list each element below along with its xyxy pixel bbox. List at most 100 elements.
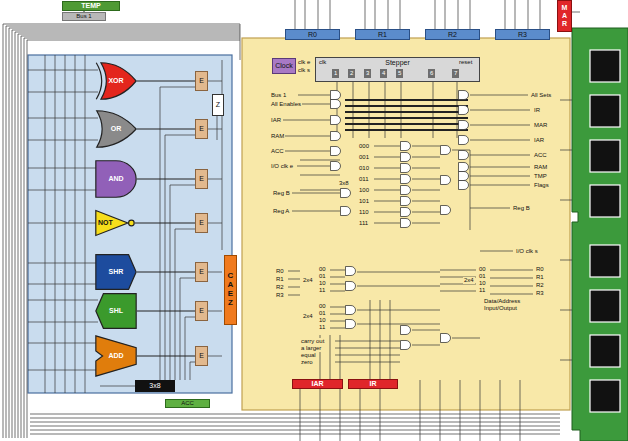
step-number: 6 <box>428 69 435 78</box>
node-label: NOT <box>98 219 113 227</box>
signal-label: 001 <box>358 154 370 161</box>
bottom-wires <box>300 380 520 441</box>
xor-gate: XOR <box>95 62 137 100</box>
ram-chip <box>590 245 620 277</box>
and-gate <box>441 146 451 155</box>
ram-chip <box>590 50 620 82</box>
control-bus-lines <box>345 100 468 130</box>
signal-label: 11 <box>318 324 326 331</box>
register-box: TEMP <box>62 1 120 11</box>
and-gate <box>331 100 341 109</box>
signal-label: 00 <box>318 266 327 273</box>
signal-label: clk s <box>297 67 311 74</box>
register-box: ACC <box>165 399 210 408</box>
signal-label: R3 <box>275 292 285 299</box>
and-gate <box>441 334 451 343</box>
and-gate <box>401 153 411 162</box>
gate-outline <box>97 111 136 147</box>
zero-box: Z <box>212 94 224 116</box>
control-panel <box>242 38 570 410</box>
and-gate: AND <box>95 160 137 198</box>
signal-label: All Enables <box>270 101 302 108</box>
adder-unit: ADD <box>95 335 137 377</box>
signal-label: Reg B <box>512 205 531 212</box>
set-control-wires <box>470 95 530 251</box>
and-gate <box>459 121 469 130</box>
signal-label: 10 <box>478 280 487 287</box>
and-gate <box>331 91 341 100</box>
gate-outline <box>101 63 136 99</box>
ram-chip <box>590 140 620 172</box>
node-label: Z <box>216 101 220 109</box>
signal-label: 3x8 <box>338 180 350 187</box>
and-gate <box>401 208 411 217</box>
connector-wire <box>137 179 195 180</box>
node-label: R3 <box>518 31 527 39</box>
node-label: E <box>199 175 204 183</box>
signal-label: 000 <box>358 143 370 150</box>
node-label: ACC <box>181 400 194 407</box>
alu-panel <box>28 55 232 393</box>
node-label: Stepper <box>385 59 410 67</box>
and-gate <box>341 189 351 198</box>
signal-label: IAR <box>533 137 545 144</box>
signal-label: 01 <box>318 310 327 317</box>
gate-outline <box>96 211 128 236</box>
signal-label: 110 <box>358 209 370 216</box>
and-gate <box>346 267 356 276</box>
and-gate <box>331 116 341 125</box>
and-gate <box>459 172 469 181</box>
enabler-box: E <box>195 213 208 233</box>
node-label: R2 <box>448 31 457 39</box>
and-gate <box>341 207 351 216</box>
signal-label: RAM <box>533 164 548 171</box>
node-label: AND <box>108 175 123 183</box>
and-gate <box>346 306 356 315</box>
and-gate <box>459 151 469 160</box>
connector-wire <box>137 272 195 273</box>
and-gate <box>331 162 341 171</box>
node-label: Clock <box>275 62 293 70</box>
connector-wire <box>135 223 195 224</box>
signal-label: 2x4 <box>463 277 475 284</box>
signal-label: 101 <box>358 198 370 205</box>
signal-label: IR <box>533 107 541 114</box>
and-gate <box>401 326 411 335</box>
signal-label: IAR <box>270 117 282 124</box>
node-label: E <box>199 77 204 85</box>
register-box: R2 <box>425 29 480 40</box>
signal-label: ACC <box>270 148 285 155</box>
signal-label: Flags <box>533 182 550 189</box>
node-label: Bus 1 <box>76 13 91 20</box>
node-label: IR <box>370 380 377 388</box>
node-label: E <box>199 352 204 360</box>
alu-bus-wires <box>45 55 85 393</box>
signal-label: clk e <box>297 59 311 66</box>
signal-label: I/O clk e <box>270 163 294 170</box>
ram-wires <box>560 12 580 360</box>
signal-label: 111 <box>358 220 369 227</box>
register-wires <box>295 0 540 29</box>
ram-chips <box>590 50 620 412</box>
signal-label: carry out <box>300 338 325 345</box>
signal-label: equal <box>300 352 317 359</box>
bottom-bus-wires <box>30 414 560 434</box>
step-number: 4 <box>380 69 387 78</box>
enabler-box: E <box>195 301 208 321</box>
and-gate <box>331 147 341 156</box>
inverter-bubble <box>129 220 135 226</box>
signal-label: 011 <box>358 176 370 183</box>
signal-label: 00 <box>478 266 487 273</box>
signal-label: ACC <box>533 152 548 159</box>
and-gate <box>401 341 411 350</box>
and-gate <box>401 164 411 173</box>
signal-label: R2 <box>535 282 545 289</box>
register-box: IR <box>348 379 398 389</box>
signal-label: R1 <box>275 276 285 283</box>
signal-label: 2x4 <box>302 277 314 284</box>
or-gate: OR <box>95 110 137 148</box>
node-label: E <box>199 219 204 227</box>
signal-label: All Sets <box>530 92 552 99</box>
